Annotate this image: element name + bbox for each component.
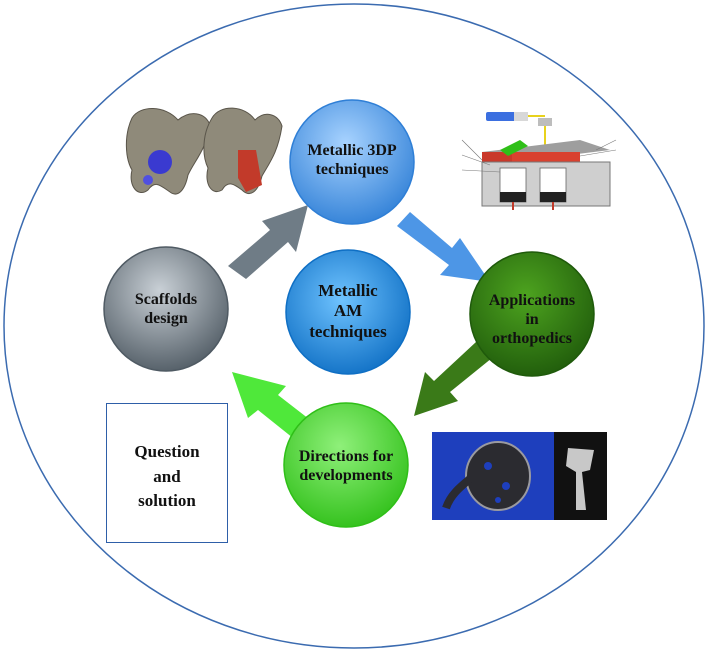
arrow-3dp-to-applications bbox=[397, 212, 490, 282]
3d-printer-schematic-image bbox=[461, 112, 617, 210]
node-applications bbox=[469, 251, 595, 377]
label-metallic-3dp: Metallic 3DP techniques bbox=[307, 142, 397, 179]
label-directions: Directions for developments bbox=[298, 448, 394, 485]
arrow-directions-to-scaffolds bbox=[232, 372, 318, 442]
question-box-text: Question and solution bbox=[134, 442, 200, 511]
label-applications: Applications in orthopedics bbox=[488, 292, 576, 348]
implant-photos bbox=[432, 432, 607, 520]
pelvis-model-right-image bbox=[203, 107, 283, 194]
question-box: Question and solution bbox=[106, 403, 228, 543]
node-directions bbox=[283, 402, 409, 528]
node-center bbox=[285, 249, 411, 375]
pelvis-model-left-image bbox=[125, 108, 211, 195]
arrow-applications-to-directions bbox=[414, 342, 492, 416]
label-center: Metallic AM techniques bbox=[309, 281, 387, 341]
arrow-scaffolds-to-3dp bbox=[228, 205, 308, 279]
node-metallic-3dp bbox=[289, 99, 415, 225]
node-scaffolds bbox=[103, 246, 229, 372]
label-scaffolds: Scaffolds design bbox=[134, 291, 198, 328]
